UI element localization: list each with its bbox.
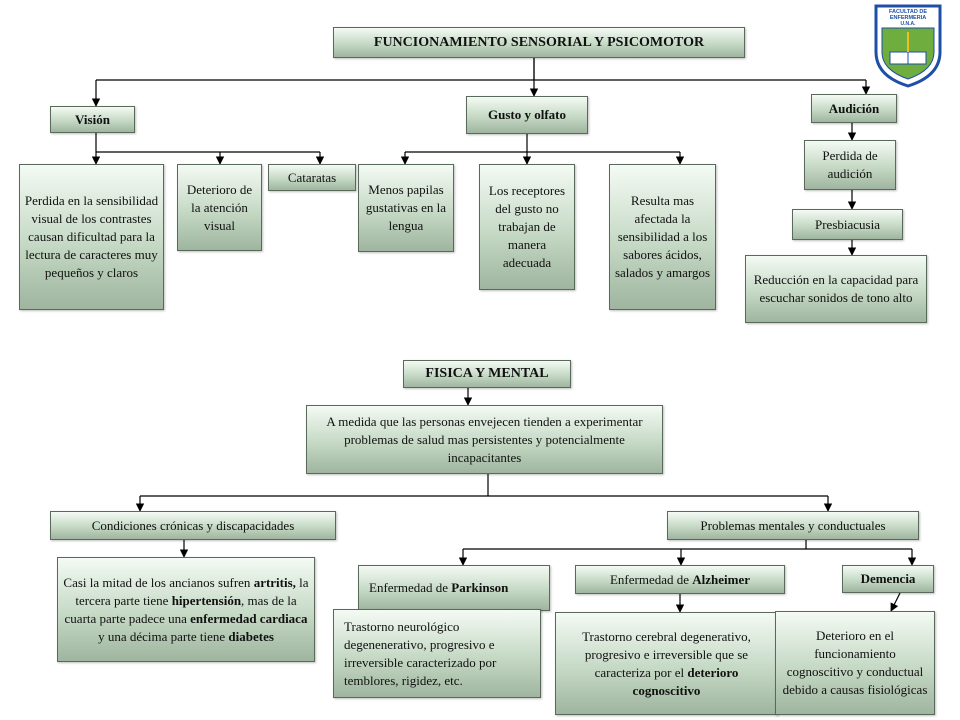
parkinson-name: Parkinson [451,580,509,595]
title-funcionamiento: FUNCIONAMIENTO SENSORIAL Y PSICOMOTOR [333,27,745,58]
alzheimer-name: Alzheimer [692,571,751,587]
node-perdida-sensibilidad: Perdida en la sensibilidad visual de los… [19,164,164,310]
casi-text-3: , mas de la cuarta parte padece una [64,592,297,626]
node-reduccion-capacidad: Reducción en la capacidad para escuchar … [745,255,927,323]
node-resulta-afectada: Resulta mas afectada la sensibilidad a l… [609,164,716,310]
casi-diabetes: diabetes [228,628,274,644]
casi-cardiaca: enfermedad cardiaca [190,610,308,626]
node-intro: A medida que las personas envejecen tien… [306,405,663,474]
node-menos-papilas: Menos papilas gustativas en la lengua [358,164,454,252]
node-casi-mitad: Casi la mitad de los ancianos sufren art… [57,557,315,662]
logo-text-3: U.N.A. [901,21,917,27]
node-receptores: Los receptores del gusto no trabajan de … [479,164,575,290]
parkinson-prefix: Enfermedad de [369,580,452,595]
casi-hipertension: hipertensión [171,592,242,608]
node-gusto-olfato: Gusto y olfato [466,96,588,134]
title-fisica-mental: FISICA Y MENTAL [403,360,571,388]
node-condiciones-cronicas: Condiciones crónicas y discapacidades [50,511,336,540]
node-demencia: Demencia [842,565,934,593]
deterioro-cognoscitivo: deterioro cognoscitivo [632,664,739,698]
faculty-shield-logo: FACULTAD DE ENFERMERIA U.N.A. [874,4,942,88]
node-parkinson: Enfermedad de Parkinson [358,565,550,611]
node-audicion: Audición [811,94,897,123]
node-perdida-audicion: Perdida de audición [804,140,896,190]
node-alzheimer: Enfermedad de Alzheimer [575,565,785,594]
node-deterioro-funcionamiento: Deterioro en el funcionamiento cognoscit… [775,611,935,715]
node-trastorno-neurologico: Trastorno neurológico degenenerativo, pr… [333,609,541,698]
casi-text-4: y una décima parte tiene [98,628,229,644]
node-vision: Visión [50,106,135,133]
node-trastorno-cerebral: Trastorno cerebral degenerativo, progres… [555,612,778,715]
logo-text-1: FACULTAD DE [889,9,927,15]
logo-text-2: ENFERMERIA [890,15,926,21]
node-deterioro-atencion: Deterioro de la atención visual [177,164,262,251]
alzheimer-prefix: Enfermedad de [609,571,693,587]
node-cataratas: Cataratas [268,164,356,191]
node-presbiacusia: Presbiacusia [792,209,903,240]
node-problemas-mentales: Problemas mentales y conductuales [667,511,919,540]
casi-text-2: la tercera parte tiene [75,574,309,608]
casi-text-1: Casi la mitad de los ancianos sufren [63,574,254,590]
trastorno-cerebral-text: Trastorno cerebral degenerativo, progres… [582,628,751,680]
casi-artritis: artritis, [253,574,296,590]
